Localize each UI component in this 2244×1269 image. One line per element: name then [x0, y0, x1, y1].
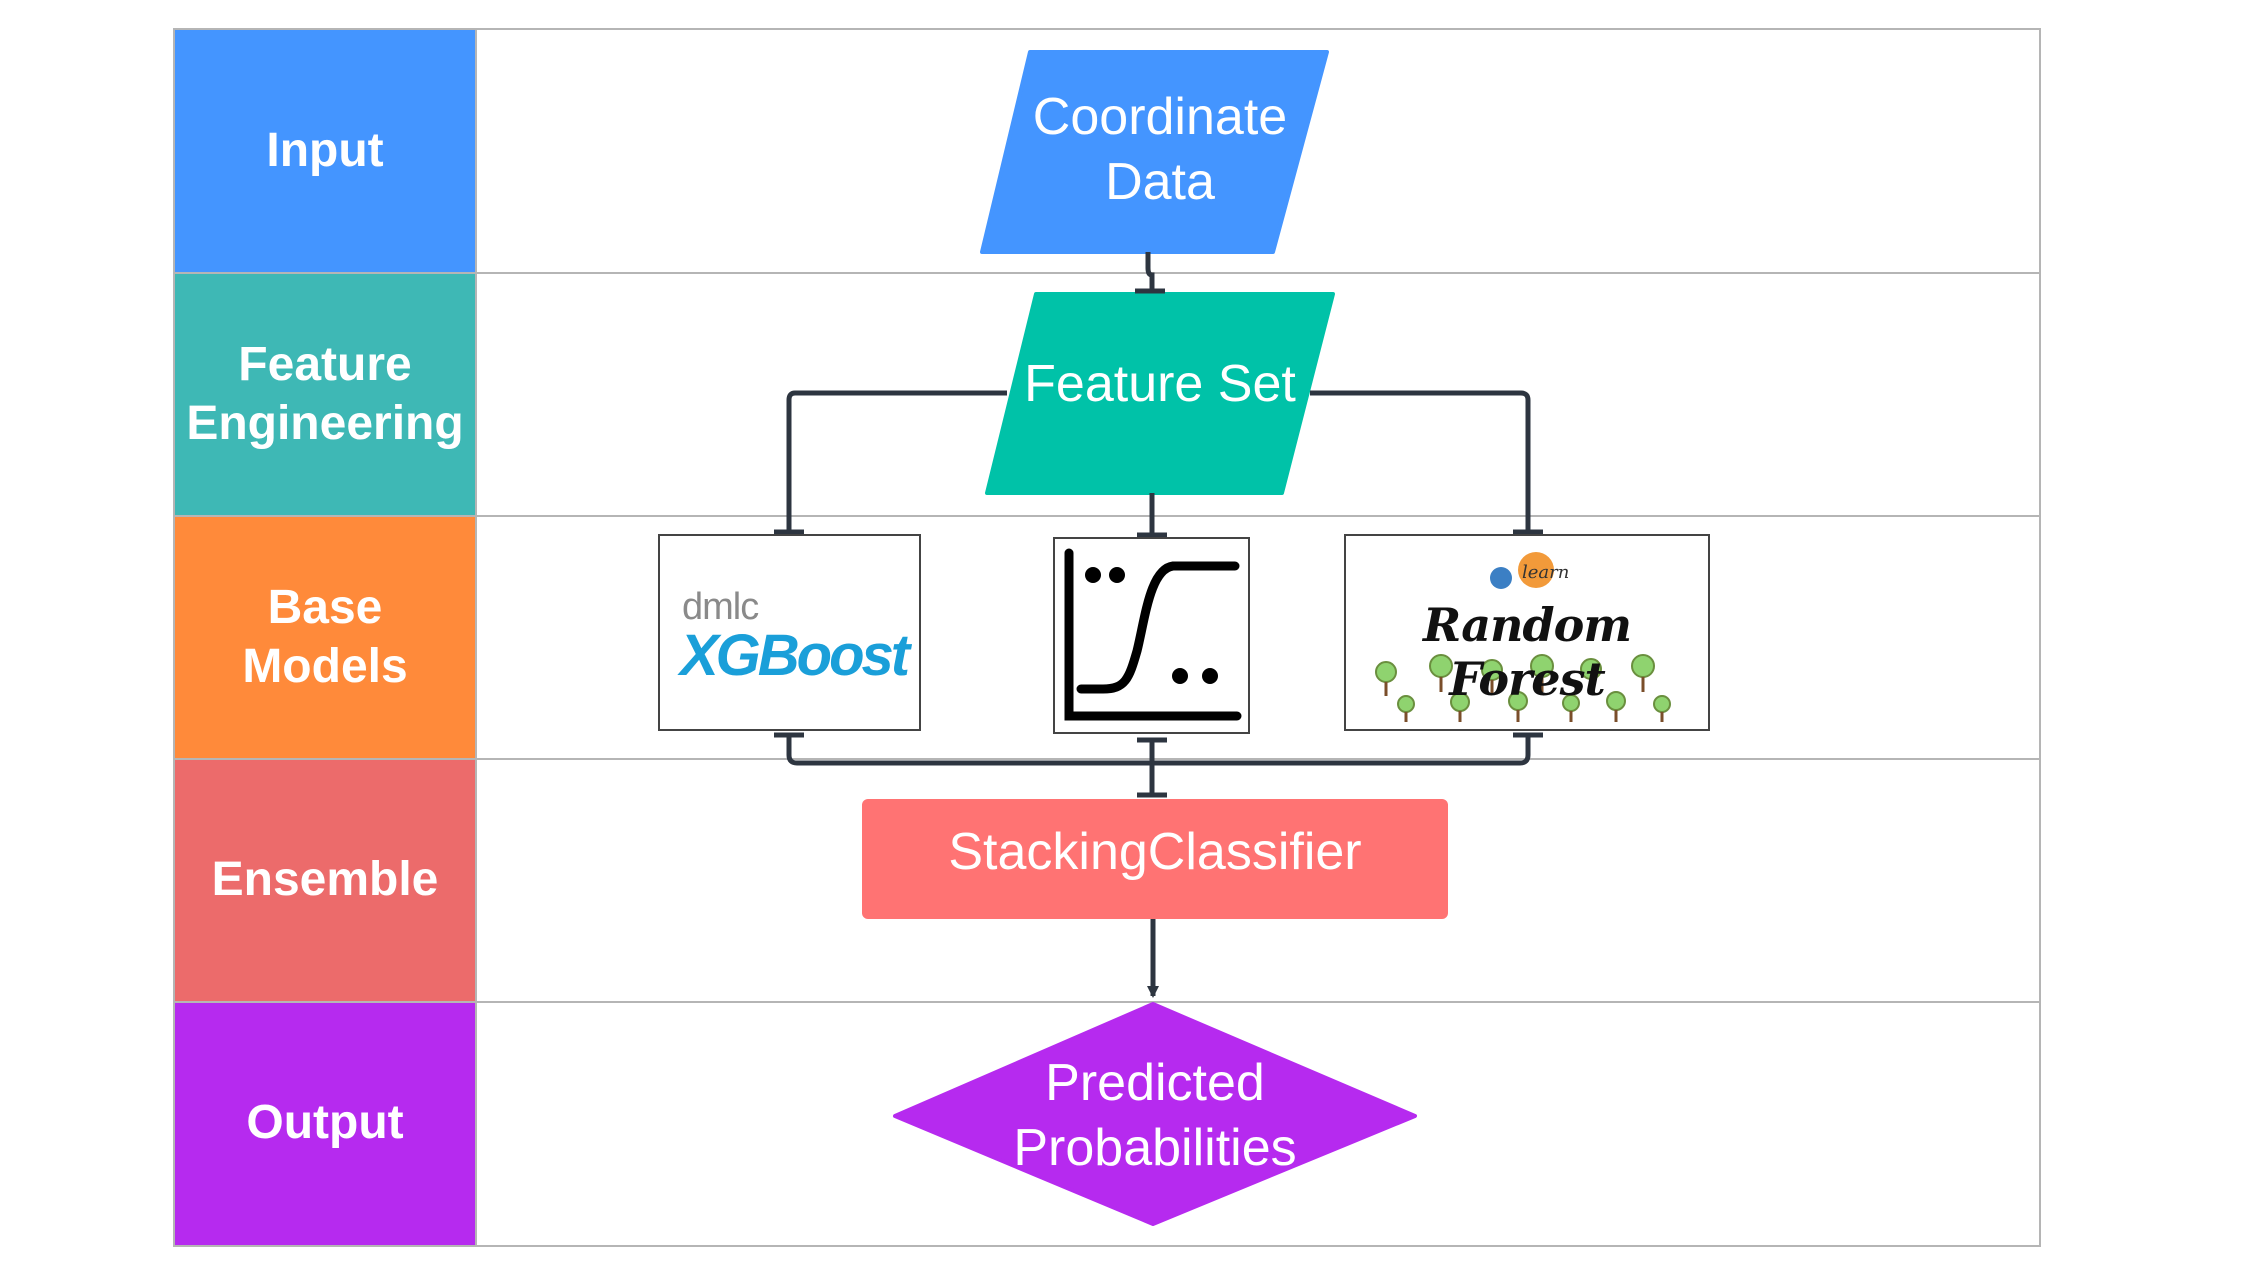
- lane-label-ensemble: Ensemble: [175, 759, 475, 1002]
- lane-separator: [175, 1001, 2039, 1003]
- random-forest-brand-text: Random Forest: [1422, 598, 1632, 706]
- lane-column-divider: [475, 30, 477, 1245]
- input-parallelogram: [980, 50, 1329, 254]
- random-forest-logo: [1375, 552, 1671, 722]
- xgboost-brand-text: XGBoost: [680, 623, 910, 688]
- lane-label-base-models: Base Models: [175, 516, 475, 759]
- lane-separator: [175, 515, 2039, 517]
- logistic-regression-box: [1053, 537, 1250, 734]
- connector-features-to-xgboost: [786, 390, 1007, 533]
- xgboost-logo-box: dmlc XGBoost: [658, 534, 921, 731]
- logistic-regression-curve-icon: [1064, 548, 1242, 721]
- random-forest-learn-text: learn: [1522, 562, 1570, 583]
- lane-label-input: Input: [175, 30, 475, 273]
- lane-separator: [175, 758, 2039, 760]
- connector-features-to-random-forest: [1310, 390, 1531, 533]
- xgboost-dmlc-text: dmlc: [682, 586, 759, 628]
- lane-label-feature-engineering: Feature Engineering: [175, 273, 475, 516]
- swimlane-table: [173, 28, 2041, 1247]
- connector-xgboost-to-ensemble: [786, 734, 1531, 766]
- connector-input-to-features: [1145, 252, 1155, 292]
- stacking-classifier-label: StackingClassifier: [948, 822, 1362, 881]
- random-forest-logo-box: learn Random Forest: [1344, 534, 1710, 731]
- output-label: Predicted Probabilities: [1013, 1054, 1297, 1177]
- lane-separator: [175, 272, 2039, 274]
- input-label: Coordinate Data: [1032, 88, 1288, 211]
- feature-set-parallelogram: [985, 292, 1335, 495]
- feature-set-label: Feature Set: [1024, 354, 1296, 413]
- output-diamond: [893, 1002, 1417, 1226]
- lane-label-output: Output: [175, 1002, 475, 1245]
- stacking-classifier-rect: [862, 799, 1448, 919]
